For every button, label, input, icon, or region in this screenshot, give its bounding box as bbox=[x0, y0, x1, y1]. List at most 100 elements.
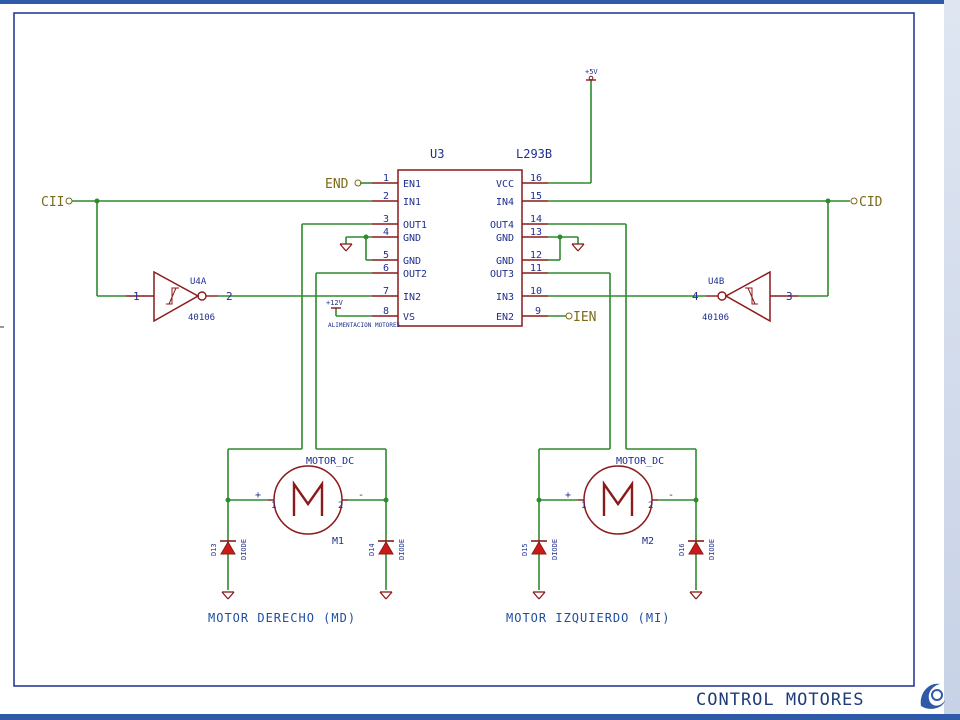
pin-name-vcc: VCC bbox=[496, 179, 514, 190]
pin-name-en1: EN1 bbox=[403, 179, 421, 190]
chip-ref: U3 bbox=[430, 147, 444, 161]
net-label-end: END bbox=[325, 177, 349, 192]
d16-type: DIODE bbox=[708, 539, 716, 560]
motor-m1-pin1: 1 bbox=[271, 501, 276, 511]
motor-m1: MOTOR_DC M1 1 2 + - MOTOR DERECHO (MD) bbox=[208, 456, 364, 625]
pin-name-gnd-5: GND bbox=[403, 256, 421, 267]
pin-num-10: 10 bbox=[530, 286, 542, 297]
motor-m1-pin2: 2 bbox=[338, 501, 343, 511]
sheet-border bbox=[13, 12, 915, 687]
motor-m1-glyph bbox=[292, 480, 324, 516]
pin-name-gnd-12: GND bbox=[496, 256, 514, 267]
net-port-cii bbox=[65, 197, 73, 205]
u4b-pin-in: 3 bbox=[786, 290, 793, 303]
pin-num-3: 3 bbox=[383, 214, 389, 225]
u4b-pin-out: 4 bbox=[692, 290, 699, 303]
d14-type: DIODE bbox=[398, 539, 406, 560]
pin-num-9: 9 bbox=[535, 306, 541, 317]
chip-ground-symbols bbox=[339, 243, 585, 252]
pin-num-11: 11 bbox=[530, 263, 542, 274]
u4a-pin-in: 1 bbox=[133, 290, 140, 303]
d13-ref: D13 bbox=[210, 543, 218, 556]
motor-m1-caption: MOTOR DERECHO (MD) bbox=[208, 611, 356, 625]
motor-m1-ref: M1 bbox=[332, 536, 344, 547]
pin-name-en2: EN2 bbox=[496, 312, 514, 323]
motor-m2-ref: M2 bbox=[642, 536, 654, 547]
chip-part: L293B bbox=[516, 147, 552, 161]
pin-num-16: 16 bbox=[530, 173, 542, 184]
d16-ref: D16 bbox=[678, 543, 686, 556]
u4a-part: 40106 bbox=[188, 313, 215, 323]
pin-name-out4: OUT4 bbox=[490, 220, 514, 231]
schematic-canvas: U3 L293B 1 2 3 4 5 6 7 8 EN1 IN1 OUT1 G bbox=[0, 12, 915, 687]
diode-d16: D16 DIODE bbox=[678, 539, 716, 560]
net-label-cid: CID bbox=[859, 195, 883, 210]
pin-name-gnd-13: GND bbox=[496, 233, 514, 244]
motor-m2-type: MOTOR_DC bbox=[616, 456, 664, 467]
frame-bottom-bar bbox=[0, 714, 960, 720]
pin-num-8: 8 bbox=[383, 306, 389, 317]
pin-name-vs: VS bbox=[403, 312, 415, 323]
pin-num-6: 6 bbox=[383, 263, 389, 274]
diode-d15: D15 DIODE bbox=[521, 539, 559, 560]
inverter-u4b: U4B 40106 3 4 bbox=[692, 270, 798, 323]
vcc-label: +5V bbox=[585, 68, 598, 76]
chip-pin-stubs bbox=[372, 182, 548, 317]
d15-type: DIODE bbox=[551, 539, 559, 560]
pin-name-in2: IN2 bbox=[403, 292, 421, 303]
motor-m2-glyph bbox=[602, 480, 634, 516]
pin-name-gnd-4: GND bbox=[403, 233, 421, 244]
vcc-symbol-dot bbox=[588, 75, 594, 81]
swirl-logo-icon bbox=[920, 683, 945, 709]
u4b-ref: U4B bbox=[708, 277, 724, 287]
pin-num-7: 7 bbox=[383, 286, 389, 297]
motor-m2-caption: MOTOR IZQUIERDO (MI) bbox=[506, 611, 671, 625]
u4b-part: 40106 bbox=[702, 313, 729, 323]
pin-num-12: 12 bbox=[530, 250, 542, 261]
pin-num-14: 14 bbox=[530, 214, 542, 225]
net-port-cid bbox=[850, 197, 858, 205]
d13-type: DIODE bbox=[240, 539, 248, 560]
pin-num-15: 15 bbox=[530, 191, 542, 202]
pin-name-in3: IN3 bbox=[496, 292, 514, 303]
inverter-u4a: U4A 40106 1 2 bbox=[126, 270, 233, 323]
pin-name-out3: OUT3 bbox=[490, 269, 514, 280]
l293b-chip: U3 L293B 1 2 3 4 5 6 7 8 EN1 IN1 OUT1 G bbox=[372, 147, 552, 327]
net-port-ien bbox=[565, 312, 573, 320]
d15-ref: D15 bbox=[521, 543, 529, 556]
wires bbox=[72, 80, 850, 590]
u4a-ref: U4A bbox=[190, 277, 207, 287]
motor-m2-body bbox=[583, 465, 653, 535]
pin-name-in1: IN1 bbox=[403, 197, 421, 208]
frame-top-bar bbox=[0, 0, 960, 4]
net-label-ien: IEN bbox=[573, 310, 596, 325]
motor-m1-type: MOTOR_DC bbox=[306, 456, 354, 467]
diode-d13: D13 DIODE bbox=[210, 539, 248, 560]
pin-num-5: 5 bbox=[383, 250, 389, 261]
motor-ground-symbols bbox=[221, 591, 703, 600]
motor-m1-plus: + bbox=[255, 490, 261, 501]
vs-note: ALIMENTACION MOTORES bbox=[328, 322, 401, 329]
net-label-cii: CII bbox=[41, 195, 64, 210]
pin-num-1: 1 bbox=[383, 173, 389, 184]
motor-m2-minus: - bbox=[668, 490, 674, 501]
pin-num-13: 13 bbox=[530, 227, 542, 238]
motor-m2-pin1: 1 bbox=[581, 501, 586, 511]
net-labels: CII CID END IEN +5V +12V ALIMENTACION MO… bbox=[41, 68, 883, 329]
pin-name-in4: IN4 bbox=[496, 197, 514, 208]
pin-num-4: 4 bbox=[383, 227, 389, 238]
d14-ref: D14 bbox=[368, 543, 376, 556]
footer-title: CONTROL MOTORES bbox=[696, 690, 865, 710]
frame-right-bar bbox=[944, 0, 960, 720]
pin-name-out2: OUT2 bbox=[403, 269, 427, 280]
motor-m2: MOTOR_DC M2 1 2 + - MOTOR IZQUIERDO (MI) bbox=[506, 456, 674, 625]
pin-name-out1: OUT1 bbox=[403, 220, 427, 231]
motor-m2-pin2: 2 bbox=[648, 501, 653, 511]
motor-m1-minus: - bbox=[358, 490, 364, 501]
junction-dots bbox=[94, 198, 831, 503]
motor-m1-body bbox=[273, 465, 343, 535]
chip-body bbox=[397, 169, 523, 327]
u4a-pin-out: 2 bbox=[226, 290, 233, 303]
diode-d14: D14 DIODE bbox=[368, 539, 406, 560]
motor-m2-plus: + bbox=[565, 490, 571, 501]
